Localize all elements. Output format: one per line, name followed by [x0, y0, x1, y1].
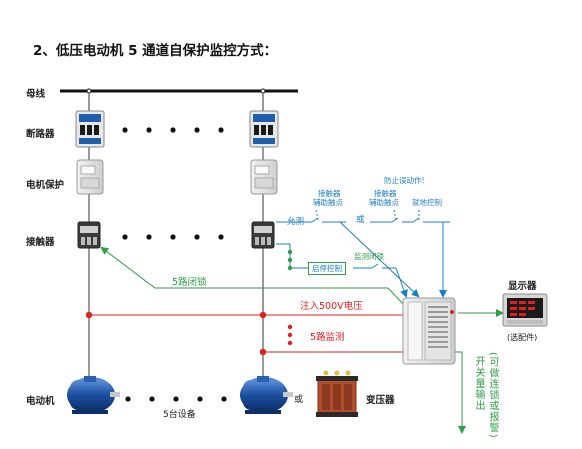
- label-or-2: 或: [294, 395, 304, 405]
- label-monitor-lock: 监测闭锁: [354, 252, 384, 261]
- label-optional: (选配件): [507, 333, 538, 342]
- contactor-left-icon: [77, 221, 101, 249]
- page-title: 2、低压电动机 5 通道自保护监控方式：: [33, 43, 278, 59]
- label-aux-contact-1b: 辅助触点: [313, 198, 343, 207]
- motor-right-icon: [240, 376, 293, 414]
- row-label-motor-protect: 电机保护: [26, 180, 65, 191]
- label-lock-5: 5路闭锁: [172, 277, 207, 288]
- breaker-right-icon: [249, 110, 279, 148]
- label-output-col1: 开关量输出: [473, 356, 484, 411]
- label-allow-test: 允测: [287, 217, 305, 227]
- motor-protector-left-icon: [76, 159, 104, 195]
- monitoring-device-icon: [402, 297, 456, 365]
- label-local-control: 就地控制: [412, 198, 442, 207]
- row-label-breaker: 断路器: [26, 129, 55, 140]
- label-anti-misop: 防止误动作!: [384, 176, 425, 185]
- label-inject-500v: 注入500V电压: [300, 301, 363, 312]
- row-label-bus: 母线: [26, 89, 46, 100]
- label-aux-contact-2b: 辅助触点: [369, 198, 399, 207]
- label-aux-contact-2a: 接触器: [374, 189, 397, 198]
- label-start-stop: 启停控制: [308, 262, 346, 275]
- label-monitor-5: 5路监测: [310, 332, 345, 343]
- label-or-1: 或: [356, 215, 365, 225]
- label-aux-contact-1a: 接触器: [318, 189, 341, 198]
- breaker-left-icon: [75, 110, 105, 148]
- row-label-motor: 电动机: [26, 396, 55, 407]
- label-devices-5: 5台设备: [163, 410, 196, 420]
- label-display: 显示器: [508, 281, 537, 292]
- label-transformer: 变压器: [366, 395, 395, 406]
- transformer-icon: [316, 370, 358, 417]
- label-output-col2: (可做连锁或报警): [487, 352, 498, 439]
- display-icon: [502, 293, 548, 327]
- motor-protector-right-icon: [250, 159, 278, 195]
- motor-left-icon: [67, 376, 120, 414]
- contactor-right-icon: [251, 221, 275, 249]
- row-label-contactor: 接触器: [26, 237, 55, 248]
